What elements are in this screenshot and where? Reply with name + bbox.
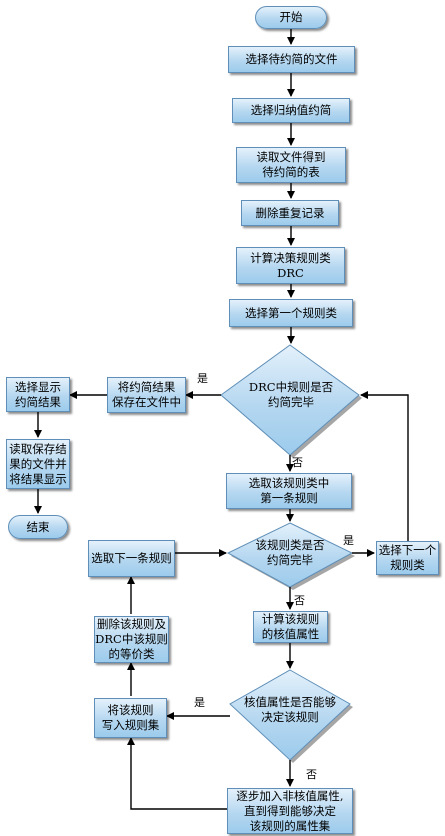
node-delete-rule: 删除该规则及 DRC中该规则 的等价类: [94, 616, 169, 663]
node-select-first-class: 选择第一个规则类: [229, 299, 353, 327]
node-read-file: 读取文件得到 待约简的表: [236, 147, 346, 183]
node-add-noncore: 逐步加入非核值属性, 直到得到能够决定 该规则的属性集: [227, 788, 353, 834]
edge-add-noncore-to-write: [127, 737, 227, 810]
node-compute-core: 计算该规则 的核值属性: [253, 611, 328, 643]
node-save-result: 将约简结果 保存在文件中: [107, 377, 186, 413]
node-next-class: 选择下一个 规则类: [376, 541, 439, 575]
label-drc-yes: 是: [197, 372, 208, 385]
label-core-yes: 是: [194, 696, 205, 709]
node-drc-done: DRC中规则是否 约简完毕: [248, 380, 334, 409]
node-core-decide: 核值属性是否能够 决定该规则: [244, 695, 336, 724]
label-core-no: 否: [306, 768, 317, 781]
node-class-done: 该规则类是否 约简完毕: [255, 538, 325, 567]
node-start: 开始: [255, 6, 327, 29]
label-drc-no: 否: [292, 456, 303, 469]
node-select-file: 选择待约简的文件: [228, 46, 355, 73]
node-dedupe: 删除重复记录: [241, 200, 339, 226]
node-end: 结束: [8, 515, 68, 539]
label-class-yes: 是: [343, 534, 354, 547]
node-compute-drc: 计算决策规则类 DRC: [236, 247, 345, 284]
edge-next-class-loop: [360, 391, 409, 541]
node-read-saved: 读取保存结 果的文件并 将结果显示: [6, 439, 70, 489]
node-select-show: 选择显示 约简结果: [6, 377, 70, 412]
node-select-first-rule: 选取该规则类中 第一条规则: [226, 473, 352, 509]
node-write-rule: 将该规则 写入规则集: [94, 698, 167, 738]
node-next-rule: 选取下一条规则: [88, 540, 175, 577]
label-class-no: 否: [294, 594, 305, 607]
node-select-induction: 选择归纳值约简: [232, 98, 350, 123]
